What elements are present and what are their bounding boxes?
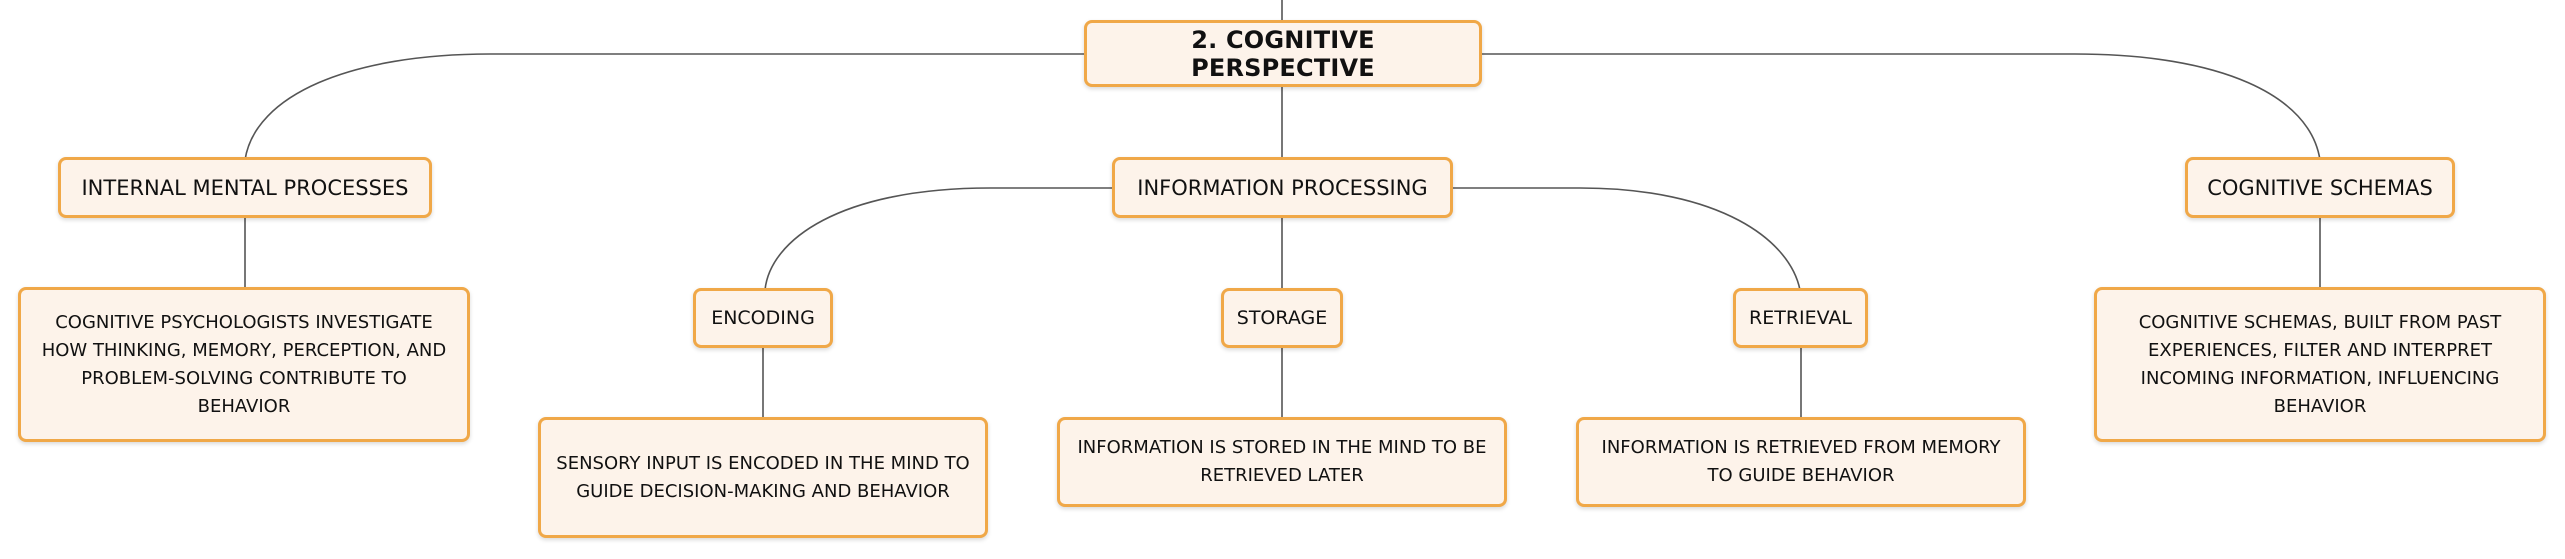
storage-detail-text: INFORMATION IS STORED IN THE MIND TO BE … [1077, 437, 1487, 486]
internal-mental-processes-detail-text: COGNITIVE PSYCHOLOGISTS INVESTIGATE HOW … [41, 311, 447, 417]
retrieval-label: RETRIEVAL [1749, 307, 1852, 329]
retrieval-detail-text: INFORMATION IS RETRIEVED FROM MEMORY TO … [1601, 437, 2001, 486]
storage-node[interactable]: STORAGE [1221, 288, 1343, 348]
encoding-node[interactable]: ENCODING [693, 288, 833, 348]
connector-root-to-internal [244, 53, 1086, 161]
storage-detail[interactable]: INFORMATION IS STORED IN THE MIND TO BE … [1057, 417, 1507, 507]
internal-mental-processes-detail[interactable]: COGNITIVE PSYCHOLOGISTS INVESTIGATE HOW … [18, 287, 470, 442]
connector-information-to-retrieval [1451, 187, 1801, 291]
information-processing-label: INFORMATION PROCESSING [1137, 175, 1428, 200]
cognitive-schemas-detail-text: COGNITIVE SCHEMAS, BUILT FROM PAST EXPER… [2138, 311, 2502, 417]
encoding-detail[interactable]: SENSORY INPUT IS ENCODED IN THE MIND TO … [538, 417, 988, 538]
encoding-detail-text: SENSORY INPUT IS ENCODED IN THE MIND TO … [556, 452, 970, 502]
encoding-label: ENCODING [711, 307, 815, 329]
root-node[interactable]: 2. COGNITIVE PERSPECTIVE [1084, 20, 1482, 87]
internal-mental-processes-node[interactable]: INTERNAL MENTAL PROCESSES [58, 157, 432, 218]
retrieval-detail[interactable]: INFORMATION IS RETRIEVED FROM MEMORY TO … [1576, 417, 2026, 507]
internal-mental-processes-label: INTERNAL MENTAL PROCESSES [81, 175, 409, 200]
information-processing-node[interactable]: INFORMATION PROCESSING [1112, 157, 1453, 218]
connector-information-to-encoding [764, 187, 1114, 291]
cognitive-schemas-label: COGNITIVE SCHEMAS [2207, 175, 2433, 200]
retrieval-node[interactable]: RETRIEVAL [1733, 288, 1868, 348]
cognitive-schemas-detail[interactable]: COGNITIVE SCHEMAS, BUILT FROM PAST EXPER… [2094, 287, 2546, 442]
storage-label: STORAGE [1236, 307, 1328, 329]
root-label: 2. COGNITIVE PERSPECTIVE [1191, 25, 1375, 82]
cognitive-schemas-node[interactable]: COGNITIVE SCHEMAS [2185, 157, 2455, 218]
connector-root-to-schemas [1481, 53, 2321, 161]
